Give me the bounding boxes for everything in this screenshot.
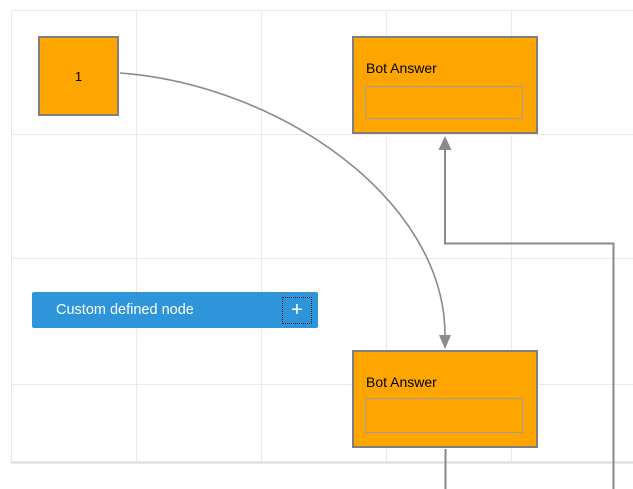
node-custom-defined[interactable]: Custom defined node +: [32, 292, 318, 328]
arrowhead-up: [438, 136, 452, 150]
node-bot-answer-bottom[interactable]: Bot Answer: [352, 350, 538, 448]
node-custom-defined-label: Custom defined node: [56, 302, 194, 318]
connector-start-to-bottom[interactable]: [119, 72, 451, 349]
bot-answer-bottom-input[interactable]: [365, 398, 523, 433]
add-node-button[interactable]: +: [282, 297, 312, 324]
node-bot-answer-bottom-title: Bot Answer: [366, 374, 437, 390]
connector-bottom-to-top[interactable]: [438, 136, 615, 489]
node-start[interactable]: 1: [38, 36, 119, 116]
node-bot-answer-top-title: Bot Answer: [366, 60, 437, 76]
node-start-label: 1: [74, 68, 83, 84]
node-bot-answer-top[interactable]: Bot Answer: [352, 36, 538, 134]
plus-icon: +: [291, 298, 303, 321]
bot-answer-top-input[interactable]: [365, 86, 523, 119]
arrowhead-down: [439, 335, 451, 349]
